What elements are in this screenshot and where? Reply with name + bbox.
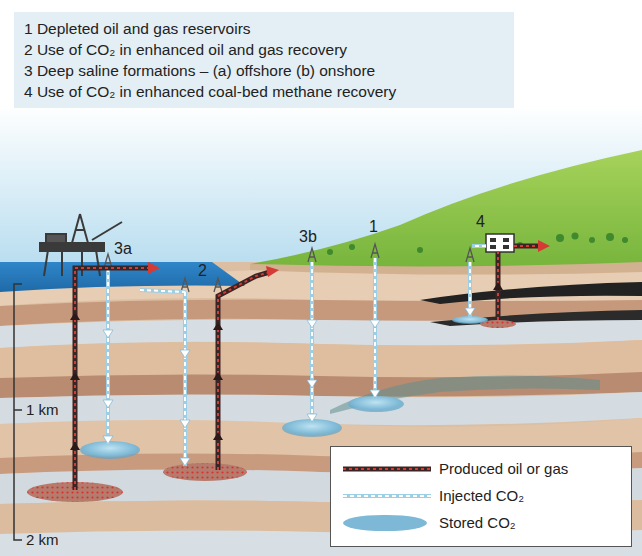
legend-row: Stored CO₂ [331,511,631,537]
legend-swatch [343,515,427,531]
oil-gas-reservoir [163,463,247,481]
callout-number: 4 [476,213,485,231]
stratum-lens [330,375,600,414]
legend-line-sample [339,457,435,481]
key-line: 3 Deep saline formations – (a) offshore … [24,60,504,81]
legend-box: Produced oil or gasInjected CO₂ Stored CO… [330,446,632,547]
legend-text: Stored CO₂ [439,514,516,531]
building [486,234,514,252]
key-line: 4 Use of CO₂ in enhanced coal-bed methan… [24,81,504,102]
topsoil [250,262,642,275]
legend-text: Produced oil or gas [439,460,568,477]
legend-line [343,495,431,497]
derricks [104,244,474,292]
depth-label: 2 km [26,531,59,548]
stored-co2 [348,396,404,412]
legend-line [343,494,431,498]
legend-line [343,467,431,472]
key-line: 2 Use of CO₂ in enhanced oil and gas rec… [24,39,504,60]
legend-row: Produced oil or gas [331,457,631,483]
sky [0,0,642,300]
stratum [0,340,642,378]
ground [0,262,642,556]
callout-number: 2 [198,262,207,280]
legend-row: Injected CO₂ [331,484,631,510]
injection-wells [108,246,486,466]
coal-seam [430,310,642,326]
coal-seam [420,282,642,304]
stratum [0,318,642,348]
depth-scale [14,284,22,540]
callout-number: 3b [299,228,317,246]
green-hill [250,150,642,271]
callout-number: 3a [114,240,132,258]
key-box: 1 Depleted oil and gas reservoirs2 Use o… [14,12,514,108]
injection-arrowheads [103,308,475,466]
legend-text: Injected CO₂ [439,487,524,504]
legend-line [343,468,431,470]
callout-number: 1 [369,218,378,236]
depth-label: 1 km [26,401,59,418]
key-line: 1 Depleted oil and gas reservoirs [24,18,504,39]
production-arrowheads [148,240,550,277]
production-arrowheads [70,282,503,450]
legend-line-sample [339,484,435,508]
